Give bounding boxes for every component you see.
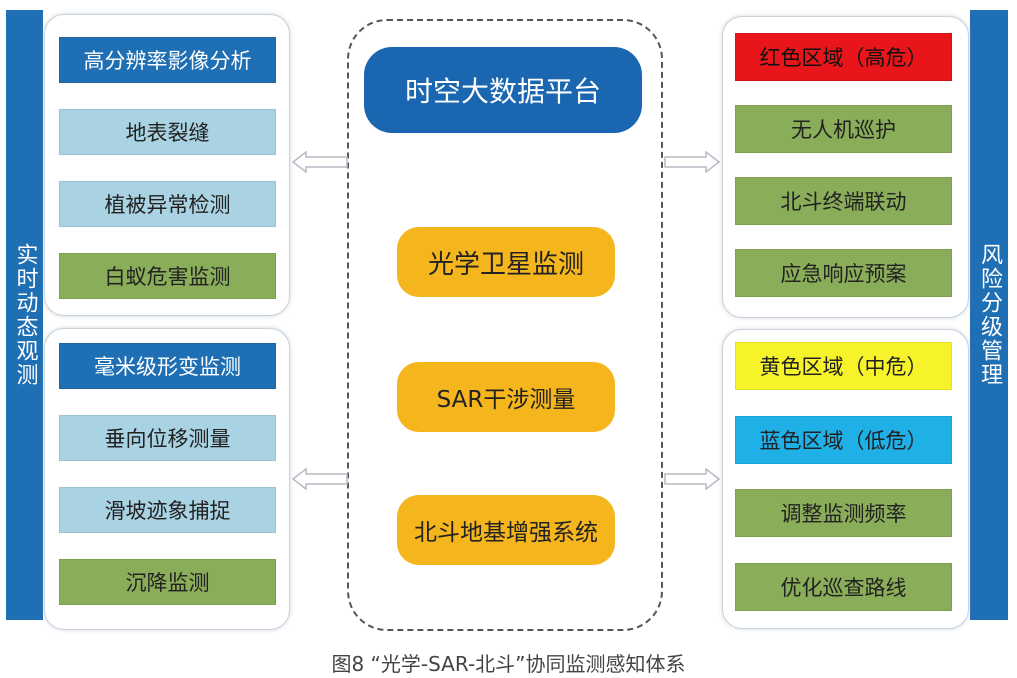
left-panel-top-header: 高分辨率影像分析	[59, 37, 276, 83]
method-beidou-gbas: 北斗地基增强系统	[397, 495, 615, 565]
left-item-landslide-signs: 滑坡迹象捕捉	[59, 487, 276, 533]
method-optical-satellite: 光学卫星监测	[397, 227, 615, 297]
right-panel-yellow-header: 黄色区域（中危）	[735, 342, 952, 390]
right-sidebar-label: 风险分级管理	[977, 243, 1002, 387]
arrow-left-bottom	[292, 468, 348, 490]
right-sidebar: 风险分级管理	[970, 10, 1008, 620]
right-panel-blue-header: 蓝色区域（低危）	[735, 416, 952, 464]
right-panel-top-header: 红色区域（高危）	[735, 33, 952, 81]
left-item-vertical-displacement: 垂向位移测量	[59, 415, 276, 461]
right-item-beidou-terminal: 北斗终端联动	[735, 177, 952, 225]
right-item-adjust-frequency: 调整监测频率	[735, 489, 952, 537]
right-item-emergency-plan: 应急响应预案	[735, 249, 952, 297]
figure-caption: 图8 “光学-SAR-北斗”协同监测感知体系	[331, 652, 686, 676]
center-frame	[347, 19, 663, 631]
left-sidebar: 实时动态观测	[6, 10, 43, 620]
left-panel-bottom-header: 毫米级形变监测	[59, 343, 276, 389]
left-item-settlement-monitoring: 沉降监测	[59, 559, 276, 605]
right-item-optimize-route: 优化巡查路线	[735, 563, 952, 611]
left-item-surface-cracks: 地表裂缝	[59, 109, 276, 155]
left-item-vegetation-anomaly: 植被异常检测	[59, 181, 276, 227]
right-item-uav-patrol: 无人机巡护	[735, 105, 952, 153]
arrow-left-top	[292, 151, 348, 173]
arrow-right-top	[664, 151, 720, 173]
platform-box: 时空大数据平台	[364, 47, 642, 133]
left-sidebar-label: 实时动态观测	[12, 243, 38, 387]
method-sar-interferometry: SAR干涉测量	[397, 362, 615, 432]
left-item-termite-monitoring: 白蚁危害监测	[59, 253, 276, 299]
arrow-right-bottom	[664, 468, 720, 490]
